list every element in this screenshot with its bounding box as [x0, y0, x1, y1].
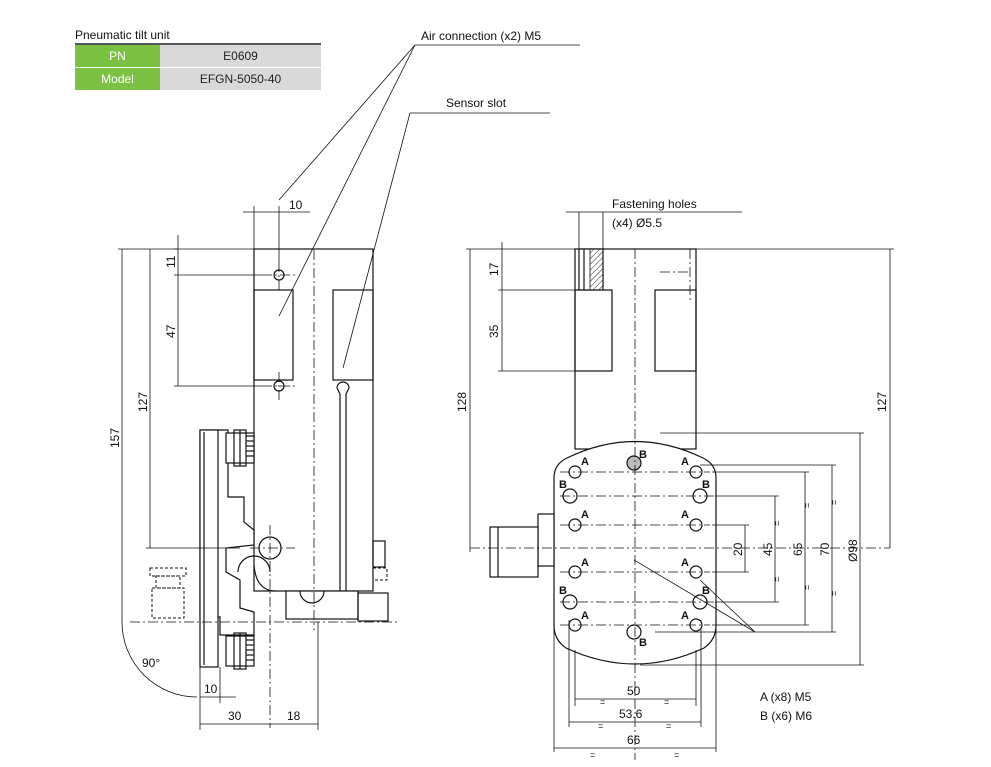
equal-mark: =	[664, 697, 669, 707]
air-connection-label: Air connection (x2) M5	[421, 29, 541, 43]
info-row-model: Model EFGN-5050-40	[75, 67, 321, 91]
info-key-model: Model	[75, 67, 160, 91]
side-view	[149, 248, 389, 670]
front-cylinder	[489, 526, 539, 578]
dim-127-left: 127	[136, 392, 150, 412]
dim-50: 50	[627, 684, 641, 698]
label-a-2: A	[681, 456, 689, 468]
label-a-1: A	[581, 456, 589, 468]
side-body	[253, 248, 374, 592]
dim-127-right: 127	[875, 392, 889, 412]
info-row-pn: PN E0609	[75, 44, 321, 68]
dim-17: 17	[487, 262, 501, 276]
equal-mark: =	[829, 500, 839, 505]
dim-18: 18	[287, 709, 301, 723]
label-b-2: B	[559, 479, 567, 491]
equal-mark: =	[772, 577, 782, 582]
dim-20: 20	[731, 542, 745, 556]
dim-45: 45	[761, 542, 775, 556]
side-base-right	[357, 592, 389, 622]
dim-157: 157	[108, 428, 122, 448]
label-b-1: B	[639, 449, 647, 461]
side-pocket-right	[332, 289, 374, 381]
info-value-pn: E0609	[160, 44, 321, 68]
label-a-3: A	[581, 509, 589, 521]
dim-98: Ø98	[846, 539, 860, 562]
legend-a: A (x8) M5	[760, 690, 812, 704]
equal-mark: =	[802, 585, 812, 590]
hole-b-1	[626, 455, 642, 471]
dim-35: 35	[487, 324, 501, 338]
dim-70: 70	[818, 542, 832, 556]
dim-30: 30	[228, 709, 242, 723]
dim-11: 11	[164, 255, 178, 268]
label-b-6: B	[639, 637, 647, 649]
info-title: Pneumatic tilt unit	[75, 28, 170, 42]
dim-47: 47	[164, 324, 178, 338]
dim-66: 66	[627, 733, 641, 747]
label-a-8: A	[681, 610, 689, 622]
info-block: Pneumatic tilt unit PN E0609 Model EFGN-…	[75, 28, 321, 91]
equal-mark: =	[666, 721, 671, 731]
info-key-pn: PN	[75, 44, 160, 68]
side-pocket-left	[253, 289, 294, 381]
side-base-cutout	[299, 590, 325, 604]
fastening-holes-label: Fastening holes	[612, 197, 697, 211]
label-b-4: B	[559, 585, 567, 597]
label-a-4: A	[681, 509, 689, 521]
label-a-7: A	[581, 610, 589, 622]
side-lower-curve	[253, 564, 277, 592]
equal-mark: =	[590, 750, 595, 760]
label-b-5: B	[702, 585, 710, 597]
dim-10-bottom: 10	[204, 682, 218, 696]
info-value-model: EFGN-5050-40	[160, 67, 321, 91]
sensor-slot-label: Sensor slot	[446, 96, 507, 110]
side-tab	[372, 540, 386, 568]
front-cylinder-small	[537, 513, 555, 567]
dim-65: 65	[791, 542, 805, 556]
front-pocket-right	[654, 289, 697, 372]
dim-90: 90°	[142, 656, 160, 670]
dim-128: 128	[455, 392, 469, 412]
equal-mark: =	[600, 697, 605, 707]
tilt-arm-left	[199, 429, 219, 668]
fastening-holes-spec: (x4) Ø5.5	[612, 216, 662, 230]
equal-mark: =	[772, 521, 782, 526]
dim-10-top: 10	[289, 198, 303, 212]
front-view	[489, 248, 717, 752]
label-a-5: A	[581, 557, 589, 569]
info-table: PN E0609 Model EFGN-5050-40	[75, 43, 321, 91]
equal-mark: =	[802, 503, 812, 508]
side-base	[285, 590, 359, 620]
equal-mark: =	[674, 750, 679, 760]
equal-mark: =	[829, 591, 839, 596]
label-b-3: B	[702, 479, 710, 491]
legend-b: B (x6) M6	[760, 709, 812, 723]
equal-mark: =	[598, 721, 603, 731]
label-a-6: A	[681, 557, 689, 569]
dim-53-6: 53.6	[619, 707, 643, 721]
